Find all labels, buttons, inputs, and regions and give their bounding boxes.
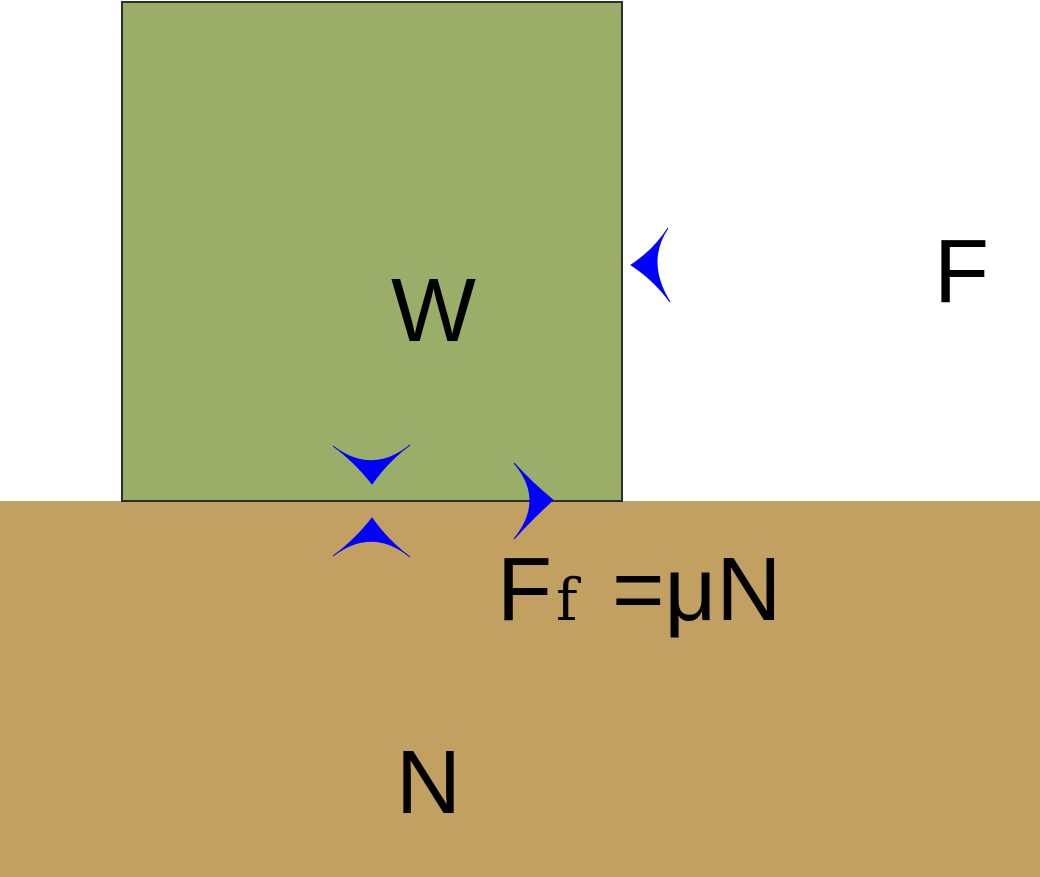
block — [121, 1, 623, 502]
applied-force-label: F — [934, 222, 989, 322]
applied-force-arrowhead-icon — [630, 227, 671, 303]
friction-equation: =μN — [612, 540, 781, 640]
weight-label: W — [391, 261, 476, 361]
friction-label-subscript: f — [556, 566, 581, 634]
normal-arrowhead-icon — [332, 517, 411, 558]
friction-label-main: F — [497, 540, 552, 640]
ground-surface — [0, 501, 1040, 877]
normal-label: N — [396, 733, 461, 833]
weight-arrowhead-icon — [332, 444, 411, 485]
friction-arrowhead-icon — [513, 462, 554, 540]
